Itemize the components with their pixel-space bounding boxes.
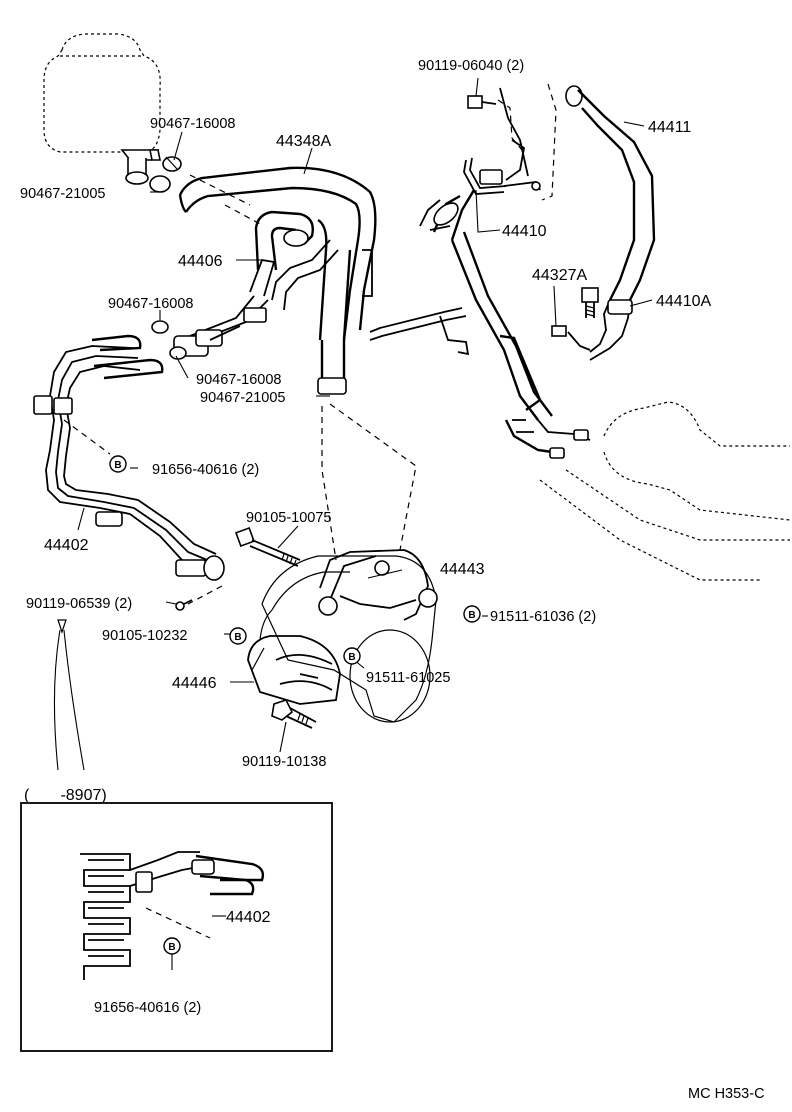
bolt — [235, 527, 301, 567]
part-label: 44443 — [440, 561, 485, 578]
part-label: 44327A — [532, 267, 587, 284]
svg-text:B: B — [114, 460, 121, 471]
part-label: 44446 — [172, 675, 217, 692]
inset-box — [20, 802, 333, 1052]
part-label: 44402 — [226, 909, 271, 926]
part-label: 90467-16008 — [196, 372, 281, 388]
pressure-line-assembly — [369, 87, 591, 459]
part-label: 91511-61036 (2) — [490, 609, 596, 625]
part-label: 90105-10075 — [246, 510, 331, 526]
part-label: 90467-21005 — [20, 186, 105, 202]
bolt-badge: B — [463, 605, 481, 623]
part-label: 44410A — [656, 293, 711, 310]
pressure-hose — [189, 210, 339, 343]
part-labels: 90467-16008 90467-21005 44348A 44406 904… — [20, 58, 765, 1102]
svg-text:B: B — [168, 942, 175, 953]
diagram-code: MC H353-C — [688, 1086, 765, 1102]
steering-gear — [539, 401, 791, 581]
svg-text:B: B — [468, 610, 475, 621]
bolt-badge: B — [229, 627, 247, 645]
bolt-badge: B — [343, 647, 361, 665]
part-label: 90467-16008 — [150, 116, 235, 132]
clip — [551, 325, 591, 351]
part-label: 44402 — [44, 537, 89, 554]
part-label: 44411 — [648, 119, 691, 136]
part-label: 44348A — [276, 133, 331, 150]
part-label: 90467-21005 — [200, 390, 285, 406]
reservoir-tank — [43, 33, 161, 185]
pulley-cover — [247, 635, 341, 705]
return-hose — [178, 166, 377, 395]
part-label: 91656-40616 (2) — [152, 462, 259, 478]
part-label: 90467-16008 — [108, 296, 193, 312]
bolt-badge: B — [163, 937, 181, 955]
cooler-tube — [33, 334, 225, 581]
part-label: 44406 — [178, 253, 223, 270]
hose-fittings — [151, 320, 241, 360]
part-label: 90119-06040 (2) — [418, 58, 524, 74]
hose-clamp — [149, 156, 182, 193]
part-label: 91656-40616 (2) — [94, 1000, 201, 1016]
bolt — [271, 699, 317, 729]
inset-cooler-tube — [80, 851, 265, 980]
svg-text:B: B — [348, 652, 355, 663]
part-label: 90105-10232 — [102, 628, 187, 644]
leader-lines — [53, 77, 653, 970]
inset-title: ( -8907) — [24, 787, 107, 804]
bolt-badge: B — [109, 455, 127, 473]
power-steering-pump — [259, 549, 438, 723]
part-label: 91511-61025 — [366, 670, 450, 686]
part-label: 90119-10138 — [242, 754, 326, 770]
part-label: 90119-06539 (2) — [26, 596, 132, 612]
part-label: 44410 — [502, 223, 547, 240]
suction-hose — [565, 85, 656, 361]
bolt — [581, 287, 599, 318]
svg-text:B: B — [234, 632, 241, 643]
screw — [175, 599, 193, 611]
